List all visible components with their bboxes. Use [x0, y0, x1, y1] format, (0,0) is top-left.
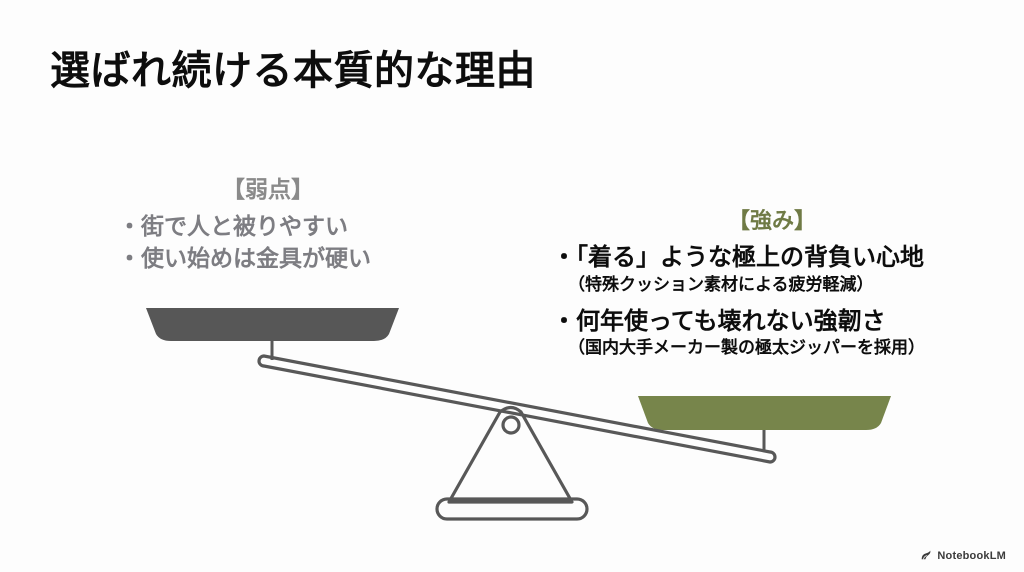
strength-list: ・「着る」ような極上の背負い心地 （特殊クッション素材による疲労軽減） ・何年使…: [552, 242, 992, 359]
balance-beam-right-cap: [769, 450, 777, 464]
base-plate: [435, 497, 589, 521]
balance-beam-left-cap: [257, 354, 265, 368]
strength-heading: 【強み】: [727, 208, 816, 233]
strength-item-main: ・「着る」ような極上の背負い心地: [552, 244, 924, 272]
weakness-heading: 【弱点】: [222, 176, 314, 202]
watermark: NotebookLM: [920, 549, 1006, 562]
balance-beam-lower-edge: [262, 364, 772, 464]
fulcrum-triangle: [447, 405, 574, 504]
watermark-label: NotebookLM: [937, 549, 1006, 562]
notebooklm-spark-icon: [922, 550, 931, 560]
list-item: ・使い始めは金具が硬い: [118, 245, 371, 272]
weakness-list: ・街で人と被りやすい ・使い始めは金具が硬い: [108, 210, 428, 275]
weakness-block: 【弱点】 ・街で人と被りやすい ・使い始めは金具が硬い: [108, 176, 428, 275]
fulcrum-pivot-hole: [501, 415, 521, 435]
strength-item-sub: （国内大手メーカー製の極太ジッパーを採用）: [568, 337, 925, 357]
list-item: ・「着る」ような極上の背負い心地 （特殊クッション素材による疲労軽減）: [552, 242, 992, 296]
strength-item-sub: （特殊クッション素材による疲労軽減）: [568, 274, 874, 294]
strength-block: 【強み】 ・「着る」ような極上の背負い心地 （特殊クッション素材による疲労軽減）…: [552, 208, 992, 369]
list-item: ・街で人と被りやすい: [118, 212, 348, 239]
list-item: ・何年使っても壊れない強韌さ （国内大手メーカー製の極太ジッパーを採用）: [552, 306, 992, 360]
strength-item-main: ・何年使っても壊れない強韌さ: [552, 307, 886, 335]
left-pan: [146, 308, 399, 341]
balance-beam: [262, 354, 772, 454]
right-pan: [638, 396, 891, 430]
page-title: 選ばれ続ける本質的な理由: [50, 49, 536, 93]
